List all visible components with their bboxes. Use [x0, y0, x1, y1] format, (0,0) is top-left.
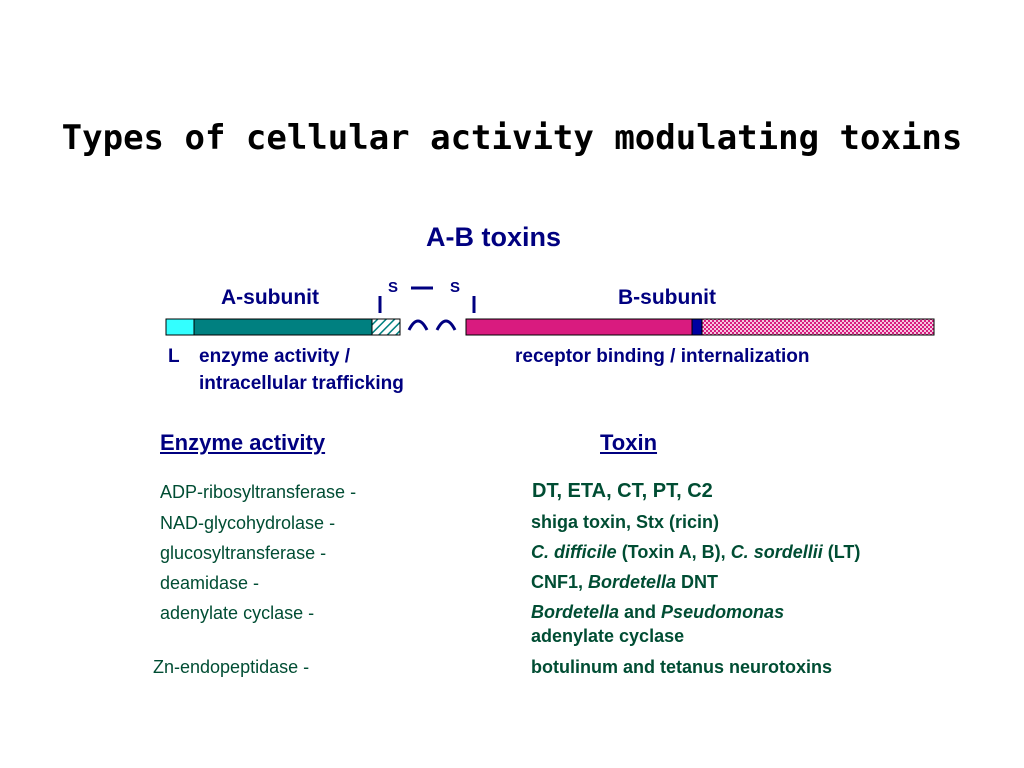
toxin-item: Bordetella and Pseudomonas [531, 602, 784, 623]
enzyme-item: Zn-endopeptidase - [153, 657, 310, 677]
organism-name: Bordetella [588, 572, 677, 592]
toxin-text: DNT [676, 572, 719, 592]
toxin-text: and [619, 602, 662, 622]
ab-toxins-heading: A-B toxins [426, 222, 561, 252]
enzyme-item: ADP-ribosyltransferase - [160, 482, 357, 502]
toxin-text: (LT) [822, 542, 861, 562]
leader-label: L [168, 346, 180, 367]
loop-arc-right [435, 319, 457, 331]
a-domain-segment [193, 318, 373, 336]
toxin-text: CNF1, [531, 572, 589, 592]
toxin-item: DT, ETA, CT, PT, C2 [532, 480, 713, 503]
a-subunit-label: A-subunit [221, 286, 319, 309]
toxin-item-line2: adenylate cyclase [531, 626, 685, 646]
organism-name: Bordetella [531, 602, 620, 622]
b-tail-segment [701, 318, 935, 336]
b-marker-segment [691, 318, 703, 336]
toxin-text: shiga toxin, Stx (ricin) [531, 512, 720, 532]
toxin-item: C. difficile (Toxin A, B), C. sordellii … [531, 542, 860, 563]
page-title: Types of cellular activity modulating to… [61, 118, 963, 158]
s-right-label: S [450, 279, 461, 296]
toxin-text: botulinum and tetanus neurotoxins [531, 657, 832, 677]
a-hatched-segment [371, 318, 401, 336]
b-domain-segment [465, 318, 693, 336]
organism-name: Pseudomonas [661, 602, 785, 622]
organism-name: C. sordellii [730, 542, 823, 562]
organism-name: C. difficile [531, 542, 617, 562]
toxin-item: shiga toxin, Stx (ricin) [531, 512, 719, 533]
toxin-header: Toxin [600, 430, 658, 455]
enzyme-activity-header: Enzyme activity [160, 430, 326, 455]
loop-arc-left [407, 319, 429, 331]
enzyme-item: NAD-glycohydrolase - [160, 513, 336, 533]
enzyme-item: glucosyltransferase - [160, 543, 327, 563]
toxin-item: CNF1, Bordetella DNT [531, 572, 718, 593]
toxin-text: (Toxin A, B), [616, 542, 731, 562]
leader-segment [165, 318, 195, 336]
a-function-line2: intracellular trafficking [199, 373, 404, 394]
s-left-label: S [388, 279, 399, 296]
b-subunit-label: B-subunit [618, 286, 716, 309]
b-function-label: receptor binding / internalization [515, 346, 810, 367]
enzyme-item: deamidase - [160, 573, 260, 593]
a-function-line1: enzyme activity / [199, 346, 351, 367]
toxin-text: DT, ETA, CT, PT, C2 [532, 480, 713, 502]
enzyme-item: adenylate cyclase - [160, 603, 315, 623]
toxin-item: botulinum and tetanus neurotoxins [531, 657, 832, 678]
